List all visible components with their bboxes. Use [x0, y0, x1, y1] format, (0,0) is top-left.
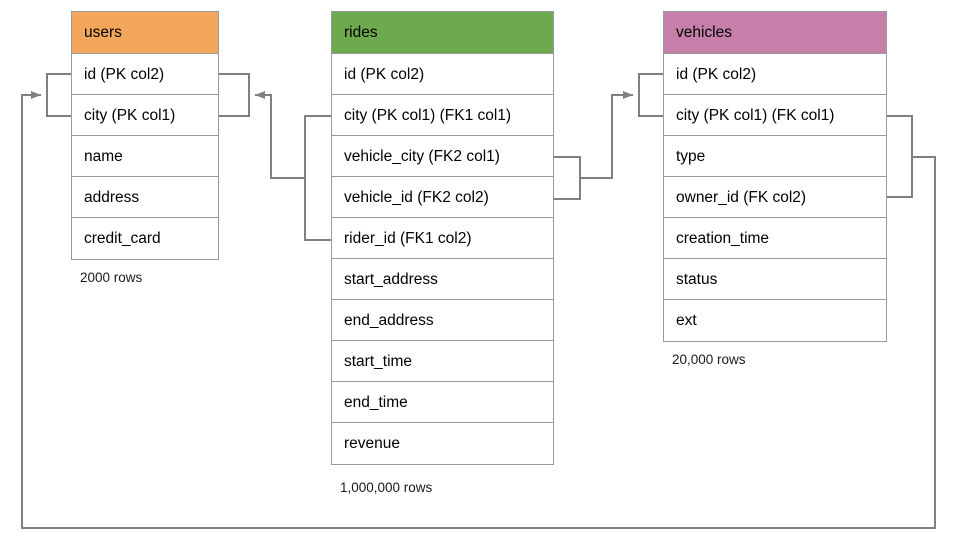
- row-count-rides: 1,000,000 rows: [340, 480, 433, 495]
- column-vehicles-id[interactable]: id (PK col2): [664, 54, 886, 95]
- column-vehicles-creation-time[interactable]: creation_time: [664, 218, 886, 259]
- column-rides-revenue[interactable]: revenue: [332, 423, 553, 464]
- column-rides-start-time[interactable]: start_time: [332, 341, 553, 382]
- rides-left-bracket: [304, 115, 332, 241]
- table-rides-header: rides: [332, 12, 553, 54]
- rides-right-bracket: [553, 156, 581, 200]
- table-vehicles-header: vehicles: [664, 12, 886, 54]
- users-right-bracket: [218, 73, 250, 117]
- column-users-name[interactable]: name: [72, 136, 218, 177]
- vehicles-left-bracket: [638, 73, 664, 117]
- users-left-bracket: [46, 73, 72, 117]
- table-users-header: users: [72, 12, 218, 54]
- column-rides-city[interactable]: city (PK col1) (FK1 col1): [332, 95, 553, 136]
- table-users[interactable]: users id (PK col2) city (PK col1) name a…: [71, 11, 219, 260]
- column-users-credit-card[interactable]: credit_card: [72, 218, 218, 259]
- column-rides-end-address[interactable]: end_address: [332, 300, 553, 341]
- row-count-vehicles: 20,000 rows: [672, 352, 746, 367]
- column-users-id[interactable]: id (PK col2): [72, 54, 218, 95]
- column-vehicles-ext[interactable]: ext: [664, 300, 886, 341]
- column-vehicles-owner-id[interactable]: owner_id (FK col2): [664, 177, 886, 218]
- column-vehicles-type[interactable]: type: [664, 136, 886, 177]
- table-rides[interactable]: rides id (PK col2) city (PK col1) (FK1 c…: [331, 11, 554, 465]
- column-rides-id[interactable]: id (PK col2): [332, 54, 553, 95]
- column-vehicles-city[interactable]: city (PK col1) (FK col1): [664, 95, 886, 136]
- table-vehicles[interactable]: vehicles id (PK col2) city (PK col1) (FK…: [663, 11, 887, 342]
- column-rides-vehicle-id[interactable]: vehicle_id (FK2 col2): [332, 177, 553, 218]
- relationship-rides-vehicle-to-vehicles: [579, 91, 633, 179]
- column-rides-end-time[interactable]: end_time: [332, 382, 553, 423]
- vehicles-right-bracket: [886, 115, 913, 198]
- relationship-rides-rider-to-users: [255, 91, 306, 179]
- column-users-address[interactable]: address: [72, 177, 218, 218]
- column-vehicles-status[interactable]: status: [664, 259, 886, 300]
- column-rides-start-address[interactable]: start_address: [332, 259, 553, 300]
- row-count-users: 2000 rows: [80, 270, 143, 285]
- column-rides-vehicle-city[interactable]: vehicle_city (FK2 col1): [332, 136, 553, 177]
- column-users-city[interactable]: city (PK col1): [72, 95, 218, 136]
- column-rides-rider-id[interactable]: rider_id (FK1 col2): [332, 218, 553, 259]
